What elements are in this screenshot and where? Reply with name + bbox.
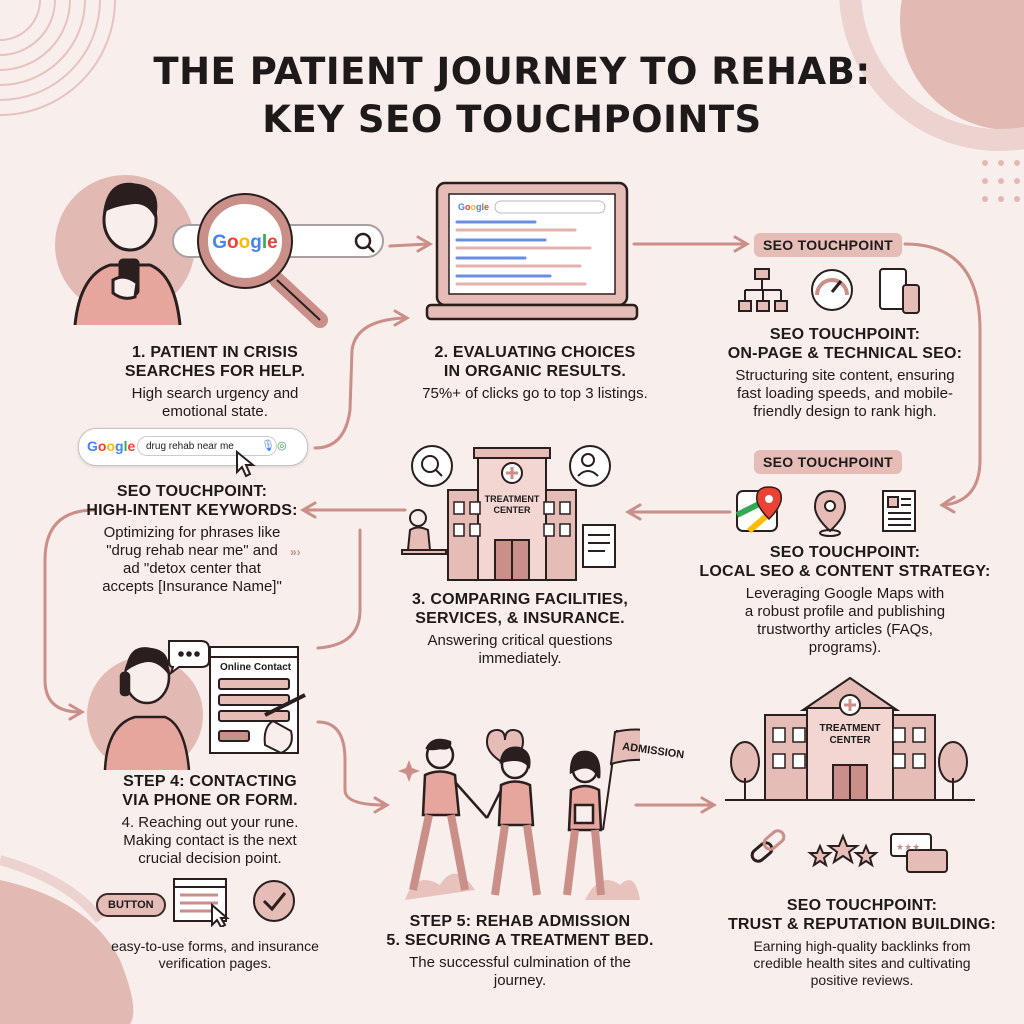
- review-bubble-icon: ★★★: [890, 833, 948, 873]
- cursor-icon: [236, 450, 256, 478]
- step5-text: STEP 5: REHAB ADMISSION 5. SECURING A TR…: [355, 912, 685, 990]
- step1-body: High search urgency and emotional state.: [131, 385, 299, 420]
- brochure-icon: [582, 524, 616, 568]
- checkmark-circle-icon: [253, 880, 295, 922]
- title-line-2: KEY SEO TOUCHPOINTS: [262, 98, 762, 141]
- seo-touchpoint-pill-local: SEO TOUCHPOINT: [754, 450, 902, 474]
- microphone-icon[interactable]: 🎙: [261, 440, 275, 452]
- search-result-lines: [455, 220, 592, 286]
- trust-building-label: TREATMENT CENTER: [819, 723, 881, 746]
- step2-body: 75%+ of clicks go to top 3 listings.: [422, 385, 648, 402]
- treatment-center-step3-illustration: [401, 445, 616, 581]
- people-walking-icon: [409, 738, 605, 896]
- step2-heading: 2. EVALUATING CHOICES IN ORGANIC RESULTS…: [434, 344, 636, 380]
- page-title: THE PATIENT JOURNEY TO REHAB: KEY SEO TO…: [0, 48, 1024, 144]
- google-logo: Google: [87, 438, 136, 454]
- browser-google-logo: Google: [458, 202, 490, 212]
- touch-onpage-text: SEO TOUCHPOINT: ON-PAGE & TECHNICAL SEO:…: [700, 325, 990, 421]
- seo-touchpoint-pill-onpage: SEO TOUCHPOINT: [754, 233, 902, 257]
- search-query-field[interactable]: drug rehab near me: [137, 436, 277, 456]
- local-seo-icons: [735, 486, 916, 537]
- step3-body: Answering critical questions immediately…: [427, 632, 613, 667]
- step4-text: STEP 4: CONTACTING VIA PHONE OR FORM. 4.…: [80, 772, 340, 868]
- arrow-1-to-2: [388, 242, 430, 248]
- responsive-devices-icon: [879, 268, 920, 314]
- step3-building-label: TREATMENT CENTER: [484, 494, 540, 515]
- touch-local-text: SEO TOUCHPOINT: LOCAL SEO & CONTENT STRA…: [684, 543, 1006, 657]
- step1-illustration: Google: [55, 175, 384, 328]
- step3-heading: 3. COMPARING FACILITIES, SERVICES, & INS…: [411, 591, 629, 627]
- double-chevron-icon: »›: [290, 545, 301, 559]
- touch-keywords-text: SEO TOUCHPOINT: HIGH-INTENT KEYWORDS: Op…: [52, 482, 332, 596]
- articles-icon: [882, 490, 916, 532]
- step4-illustration: [87, 640, 306, 770]
- step4-extra-icons: [173, 878, 295, 927]
- touch-onpage-body: Structuring site content, ensuring fast …: [735, 367, 955, 420]
- person-on-phone-icon: [103, 647, 191, 770]
- magnifying-glass-icon: [197, 193, 328, 328]
- step4-heading: STEP 4: CONTACTING VIA PHONE OR FORM.: [122, 773, 298, 809]
- search-bubble-icon: [411, 445, 453, 487]
- decor-dots: [982, 160, 1020, 202]
- person-at-desk-icon: [401, 509, 447, 555]
- touch-trust-text: SEO TOUCHPOINT: TRUST & REPUTATION BUILD…: [712, 896, 1012, 989]
- step3-text: 3. COMPARING FACILITIES, SERVICES, & INS…: [370, 590, 670, 668]
- google-logo-magnified: Google: [212, 232, 277, 253]
- profile-bubble-icon: [569, 445, 611, 487]
- step5-body: The successful culmination of the journe…: [409, 954, 631, 989]
- touch-keywords-heading: SEO TOUCHPOINT: HIGH-INTENT KEYWORDS:: [86, 483, 298, 519]
- svg-text:★★★: ★★★: [896, 843, 920, 853]
- touch-local-body: Leveraging Google Maps with a robust pro…: [744, 585, 946, 656]
- touch-onpage-heading: SEO TOUCHPOINT: ON-PAGE & TECHNICAL SEO:: [727, 326, 963, 362]
- sparkle-icon: [398, 760, 420, 782]
- admission-flag-icon: [602, 728, 640, 831]
- arrow-search-to-step2: [313, 316, 407, 450]
- treatment-center-trust-illustration: [725, 676, 975, 801]
- touch-local-heading: SEO TOUCHPOINT: LOCAL SEO & CONTENT STRA…: [699, 544, 991, 580]
- arrow-form-to-step5: [316, 720, 387, 807]
- decor-blob-bottom-left: [0, 880, 134, 1024]
- location-pin-icon: [813, 489, 847, 537]
- google-search-bar[interactable]: Google drug rehab near me 🎙 ◎: [78, 428, 308, 466]
- step1-heading: 1. PATIENT IN CRISIS SEARCHES FOR HELP.: [124, 344, 306, 380]
- star-rating-icon: [807, 833, 879, 868]
- step4-body: 4. Reaching out your rune. Making contac…: [121, 814, 299, 867]
- sitemap-icon: [738, 268, 788, 312]
- form-title: Online Contact: [220, 662, 292, 673]
- speech-bubble-icon: [168, 640, 210, 676]
- step4-extra-body: easy-to-use forms, and insurance verific…: [111, 938, 319, 971]
- speed-gauge-icon: [811, 269, 853, 311]
- step5-admission-illustration: [398, 728, 640, 900]
- arrow-left-loop: [43, 508, 97, 714]
- person-with-phone-icon: [73, 182, 182, 326]
- backlink-chain-icon: [750, 829, 786, 863]
- step4-extra-text: easy-to-use forms, and insurance verific…: [80, 934, 350, 972]
- touch-trust-heading: SEO TOUCHPOINT: TRUST & REPUTATION BUILD…: [727, 897, 997, 933]
- step5-heading: STEP 5: REHAB ADMISSION 5. SECURING A TR…: [386, 913, 654, 949]
- step2-text: 2. EVALUATING CHOICES IN ORGANIC RESULTS…: [385, 343, 685, 403]
- arrow-step3-to-form: [316, 528, 362, 650]
- title-line-1: THE PATIENT JOURNEY TO REHAB:: [153, 50, 871, 93]
- trust-icons: ★★★: [750, 829, 948, 873]
- web-form-icon: [173, 878, 230, 927]
- cta-button-sample[interactable]: BUTTON: [96, 893, 166, 917]
- laptop-illustration: [425, 181, 639, 321]
- decor-blob-top-right: [900, 0, 1024, 130]
- arrow-right-curve: [903, 242, 982, 507]
- tree-icon: [730, 741, 968, 800]
- onpage-icons: [738, 268, 920, 314]
- lens-icon[interactable]: ◎: [277, 440, 287, 452]
- touch-keywords-body: Optimizing for phrases like "drug rehab …: [102, 524, 282, 595]
- touch-trust-body: Earning high-quality backlinks from cred…: [753, 938, 971, 988]
- search-icon: [354, 232, 372, 250]
- pen-icon: [263, 693, 306, 755]
- google-maps-icon: [735, 486, 782, 534]
- step1-text: 1. PATIENT IN CRISIS SEARCHES FOR HELP. …: [80, 343, 350, 421]
